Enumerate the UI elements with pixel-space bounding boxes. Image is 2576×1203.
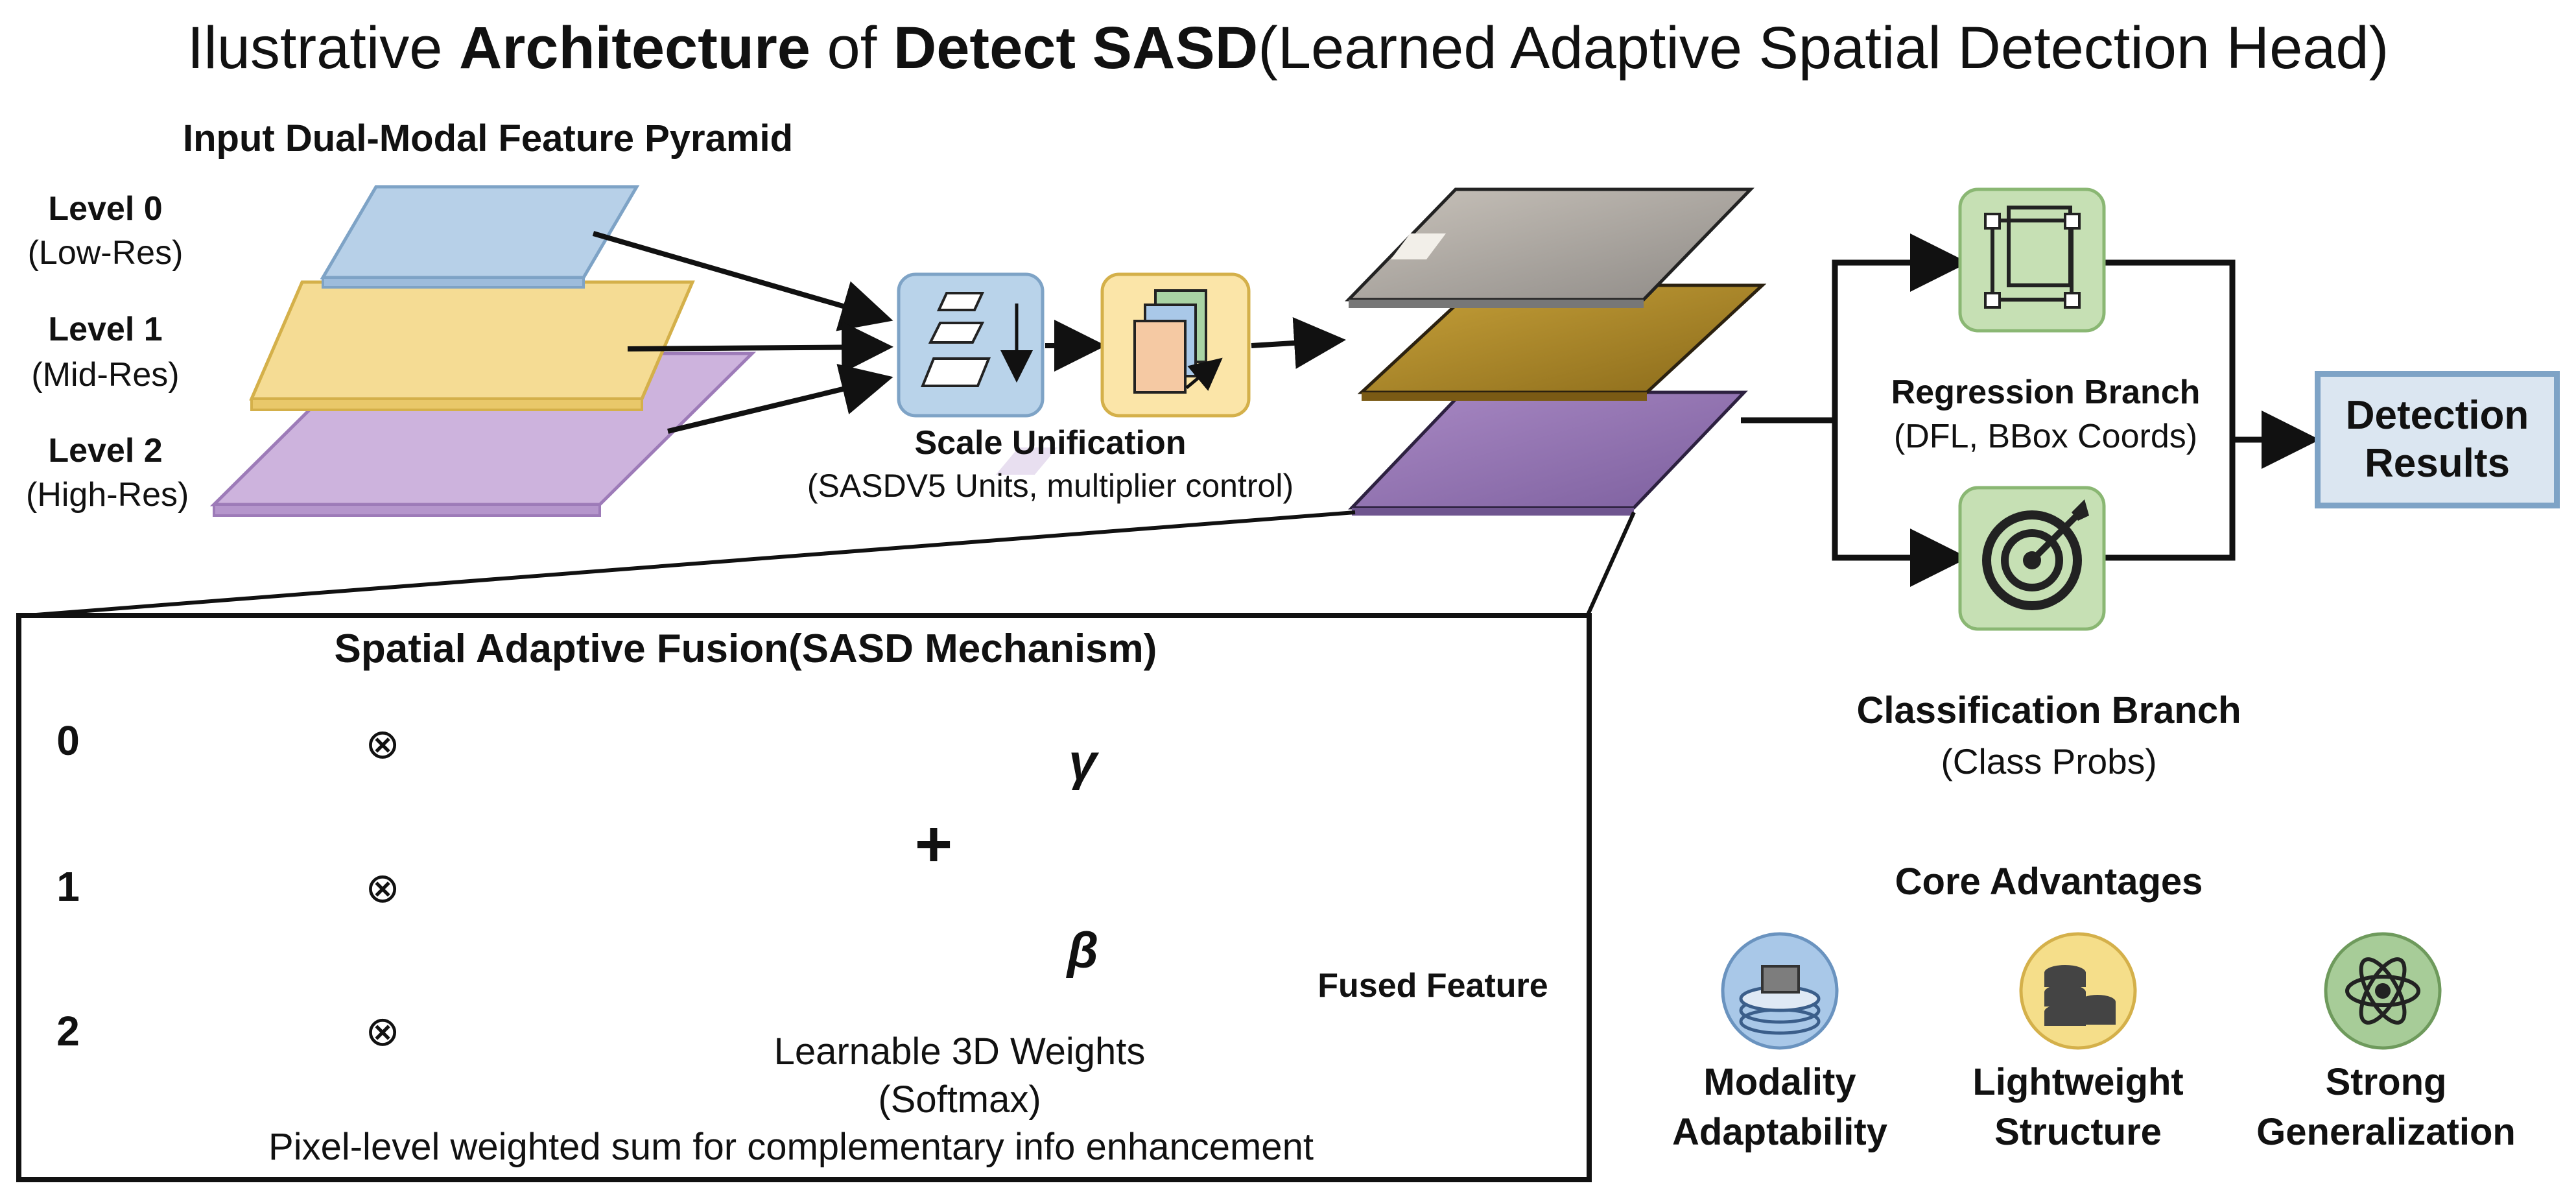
detection-results-box: Detection Results bbox=[2315, 371, 2560, 508]
advantage-3-line2: Generalization bbox=[2256, 1111, 2516, 1153]
classification-block bbox=[1958, 486, 2106, 631]
multiply-operator-1: ⊗ bbox=[365, 864, 400, 911]
advantages-heading: Core Advantages bbox=[1895, 861, 2203, 903]
pyramid-plate-level0 bbox=[320, 185, 640, 289]
scale-unification-subtitle: (SASDV5 Units, multiplier control) bbox=[807, 468, 1294, 504]
classification-subtitle: (Class Probs) bbox=[1941, 741, 2157, 781]
regression-block bbox=[1958, 187, 2106, 333]
zoom-line-left bbox=[19, 510, 1356, 618]
pyramid-arrows bbox=[592, 231, 893, 434]
fusion-caption: Pixel-level weighted sum for complementa… bbox=[268, 1126, 1314, 1168]
advantage-2-line2: Structure bbox=[1994, 1111, 2162, 1153]
fusion-panel bbox=[16, 613, 1592, 1182]
coin-stack-icon bbox=[2019, 932, 2137, 1050]
advantage-1-line2: Adaptability bbox=[1672, 1111, 1887, 1153]
stack-block bbox=[1100, 272, 1251, 418]
level0-res: (Low-Res) bbox=[27, 234, 183, 272]
pyramid-heading: Input Dual-Modal Feature Pyramid bbox=[183, 117, 793, 160]
page-title: Ilustrative Architecture of Detect SASD(… bbox=[187, 15, 2389, 81]
branch-connectors bbox=[1741, 233, 2320, 587]
regression-title: Regression Branch bbox=[1891, 374, 2201, 411]
fused-feature-label: Fused Feature bbox=[1318, 967, 1548, 1005]
beta-symbol: β bbox=[1067, 922, 1099, 979]
level2-res: (High-Res) bbox=[26, 476, 189, 514]
regression-subtitle: (DFL, BBox Coords) bbox=[1893, 418, 2198, 455]
weights-label-line1: Learnable 3D Weights bbox=[774, 1030, 1146, 1073]
unified-plate-1 bbox=[1357, 283, 1767, 401]
detection-results-line2: Results bbox=[2365, 441, 2510, 486]
multiply-operator-2: ⊗ bbox=[365, 1008, 400, 1054]
zoom-line-right bbox=[1585, 511, 1636, 617]
gamma-symbol: γ bbox=[1069, 733, 1097, 791]
unified-plate-0 bbox=[1345, 187, 1755, 308]
level0-name: Level 0 bbox=[48, 190, 163, 228]
layers-icon bbox=[1721, 932, 1839, 1050]
fusion-row-label-1: 1 bbox=[56, 863, 80, 910]
unified-plate-2 bbox=[995, 390, 1748, 516]
detection-results-line1: Detection bbox=[2345, 393, 2529, 438]
stack-arrow bbox=[1251, 317, 1346, 369]
advantage-2-line1: Lightweight bbox=[1972, 1061, 2184, 1103]
level1-name: Level 1 bbox=[48, 311, 163, 348]
advantage-3-line1: Strong bbox=[2325, 1061, 2447, 1103]
level1-res: (Mid-Res) bbox=[31, 356, 180, 394]
classification-title: Classification Branch bbox=[1856, 689, 2241, 732]
scale-unification-title: Scale Unification bbox=[914, 424, 1187, 462]
pyramid-plate-level1 bbox=[249, 280, 695, 411]
advantage-1-line1: Modality bbox=[1703, 1061, 1856, 1103]
fusion-title: Spatial Adaptive Fusion(SASD Mechanism) bbox=[334, 626, 1157, 671]
fusion-row-label-0: 0 bbox=[56, 717, 80, 764]
scale-unification-block bbox=[897, 272, 1045, 418]
fusion-row-label-2: 2 bbox=[56, 1008, 80, 1054]
level2-name: Level 2 bbox=[48, 432, 163, 470]
multiply-operator-0: ⊗ bbox=[365, 721, 400, 767]
plus-sign: + bbox=[914, 808, 953, 881]
atom-icon bbox=[2324, 932, 2442, 1050]
weights-label-line2: (Softmax) bbox=[878, 1078, 1041, 1121]
